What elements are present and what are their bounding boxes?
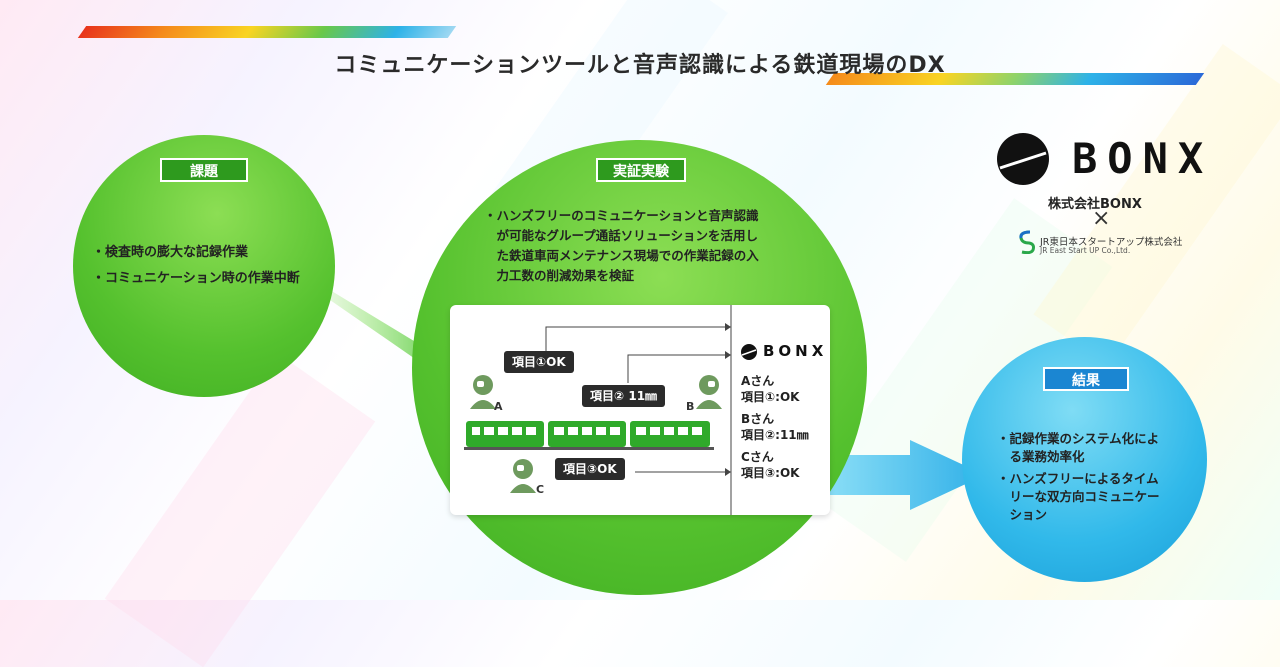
cross-symbol: ×	[1092, 206, 1111, 231]
record-line: Cさん	[741, 450, 774, 464]
problem-bullet: ・検査時の膨大な記録作業	[92, 245, 249, 260]
result-line: ・記録作業のシステム化によ	[997, 431, 1160, 446]
result-line: ション	[997, 507, 1048, 522]
result-line: リーな双方向コミュニケー	[997, 489, 1160, 504]
bonx-logo-icon	[997, 133, 1049, 185]
experiment-line: た鉄道車両メンテナンス現場での作業記録の入	[484, 248, 759, 263]
result-line: ・ハンズフリーによるタイム	[997, 471, 1159, 486]
train-icon	[464, 421, 714, 450]
record-list: Aさん 項目①:OK Bさん 項目②:11㎜ Cさん 項目③:OK	[741, 373, 809, 481]
experiment-line: が可能なグループ通話ソリューションを活用し	[484, 228, 759, 243]
arrow-experiment-to-result	[820, 440, 985, 510]
speech-bubble-b: 項目② 11㎜	[582, 385, 666, 407]
record-line: Bさん	[741, 412, 775, 426]
record-line: 項目①:OK	[741, 390, 800, 404]
worker-c-icon	[510, 459, 536, 493]
bonx-company-name: 株式会社BONX	[1048, 197, 1142, 212]
record-line: Aさん	[741, 374, 775, 388]
worker-c-label: C	[536, 483, 545, 496]
record-line: 項目②:11㎜	[741, 428, 809, 442]
worker-b-label: B	[686, 400, 695, 413]
worker-b-icon	[696, 375, 722, 409]
record-line: 項目③:OK	[741, 466, 800, 480]
result-label: 結果	[1043, 367, 1129, 391]
experiment-label: 実証実験	[596, 158, 686, 182]
problem-bullets: ・検査時の膨大な記録作業 ・コミュニケーション時の作業中断	[92, 243, 322, 289]
problem-label: 課題	[160, 158, 248, 182]
jr-company-name-en: JR East Start UP Co.,Ltd.	[1040, 246, 1131, 255]
bonx-wordmark: BONX	[1072, 134, 1214, 183]
bonx-wordmark-small: BONX	[763, 342, 828, 360]
bonx-logo-small-icon	[741, 344, 757, 360]
experiment-line: ・ハンズフリーのコミュニケーションと音声認識	[484, 208, 759, 223]
communication-diagram: 項目①OK 項目② 11㎜ 項目③OK A B C BONX	[450, 305, 830, 515]
problem-bullet: ・コミュニケーション時の作業中断	[92, 271, 300, 286]
page-title: コミュニケーションツールと音声認識による鉄道現場のDX	[334, 53, 946, 78]
diagram-lines	[545, 305, 732, 515]
speech-bubble-c: 項目③OK	[555, 458, 625, 480]
jr-company-name: JR東日本スタートアップ株式会社	[1040, 237, 1183, 248]
experiment-description: ・ハンズフリーのコミュニケーションと音声認識 が可能なグループ通話ソリューション…	[484, 206, 824, 286]
jr-startup-logo-icon	[1019, 230, 1035, 254]
worker-a-icon	[470, 375, 496, 409]
speech-bubble-a: 項目①OK	[504, 351, 574, 373]
worker-a-label: A	[494, 400, 503, 413]
result-bullets: ・記録作業のシステム化によ る業務効率化 ・ハンズフリーによるタイム リーな双方…	[997, 430, 1197, 524]
experiment-line: 力工数の削減効果を検証	[484, 268, 635, 283]
result-line: る業務効率化	[997, 449, 1085, 464]
